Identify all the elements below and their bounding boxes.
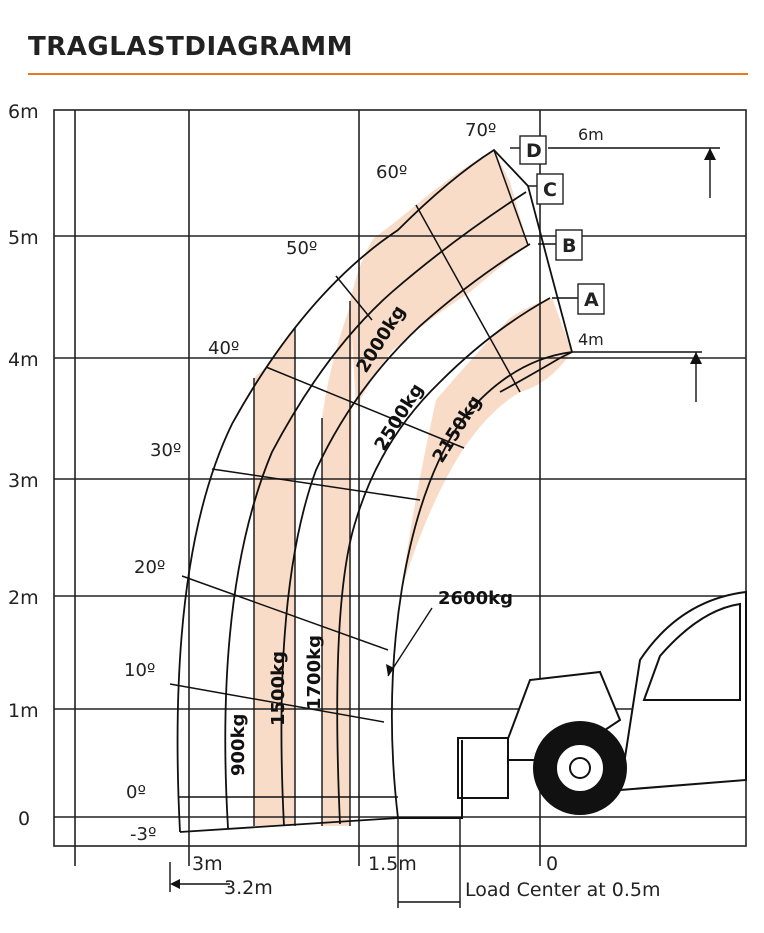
load-zones bbox=[254, 150, 572, 826]
arc-2 bbox=[224, 191, 527, 829]
zone-2150kg bbox=[402, 298, 572, 588]
arc-4 bbox=[336, 297, 551, 825]
diagram-title: TRAGLASTDIAGRAMM bbox=[28, 32, 353, 62]
angle-20: 20º bbox=[134, 557, 165, 578]
y-label-3m: 3m bbox=[8, 470, 39, 492]
angle-70: 70º bbox=[465, 120, 496, 141]
base-line bbox=[179, 817, 460, 833]
x-label-32m: 3.2m bbox=[224, 877, 273, 899]
marker-b: B bbox=[562, 235, 576, 257]
arc-3 bbox=[280, 243, 531, 827]
arrowhead-4m bbox=[690, 352, 702, 364]
arrowheads bbox=[170, 148, 716, 889]
zone-1700kg bbox=[322, 301, 352, 826]
marker-boxes bbox=[519, 135, 605, 315]
telehandler-cab bbox=[618, 590, 747, 792]
ray-50 bbox=[335, 275, 373, 321]
ray-20 bbox=[181, 575, 389, 651]
x-label-3m: 3m bbox=[192, 853, 223, 875]
y-label-0: 0 bbox=[18, 808, 30, 830]
marker-d: D bbox=[526, 140, 542, 162]
angle-rays bbox=[169, 149, 529, 798]
arrowhead-32 bbox=[170, 879, 180, 889]
angle-minus3: -3º bbox=[130, 824, 156, 845]
marker-c: C bbox=[543, 179, 557, 201]
load-center-label: Load Center at 0.5m bbox=[465, 879, 660, 901]
marker-box-c bbox=[536, 173, 564, 205]
x-label-0: 0 bbox=[546, 853, 558, 875]
fork-carriage bbox=[457, 737, 509, 799]
y-label-4m: 4m bbox=[8, 349, 39, 371]
angle-50: 50º bbox=[286, 238, 317, 259]
y-label-2m: 2m bbox=[8, 587, 39, 609]
arc-inner bbox=[390, 351, 573, 819]
ray-30 bbox=[211, 468, 421, 501]
y-label-1m: 1m bbox=[8, 700, 39, 722]
y-label-6m: 6m bbox=[8, 101, 39, 123]
ray-10 bbox=[169, 683, 385, 723]
height-ref-4m: 4m bbox=[578, 330, 604, 349]
ray-40a bbox=[265, 366, 465, 449]
plot-frame bbox=[53, 109, 747, 847]
angle-10: 10º bbox=[124, 660, 155, 681]
title-rule bbox=[28, 73, 748, 75]
height-ref-6m: 6m bbox=[578, 125, 604, 144]
fork-tine bbox=[398, 740, 463, 819]
marker-box-a bbox=[577, 283, 605, 315]
angle-60: 60º bbox=[376, 162, 407, 183]
ray-70 bbox=[493, 149, 529, 246]
arrowhead-2600 bbox=[386, 664, 394, 676]
load-900kg: 900kg bbox=[228, 714, 249, 776]
load-1700kg: 1700kg bbox=[304, 635, 325, 710]
telehandler-illustration bbox=[398, 590, 747, 819]
zone-900kg bbox=[254, 328, 295, 826]
marker-a: A bbox=[584, 289, 599, 311]
ray-60 bbox=[415, 204, 521, 393]
load-1500kg: 1500kg bbox=[268, 651, 289, 726]
load-2500kg: 2500kg bbox=[370, 380, 428, 455]
marker-box-d bbox=[519, 135, 547, 165]
load-2600kg: 2600kg bbox=[438, 588, 513, 609]
x-label-15m: 1.5m bbox=[368, 853, 417, 875]
pointer-2600kg bbox=[387, 607, 433, 677]
telehandler-window bbox=[642, 602, 741, 701]
y-label-5m: 5m bbox=[8, 227, 39, 249]
wheel-hub bbox=[569, 757, 591, 779]
height-refs bbox=[169, 147, 720, 908]
angle-40: 40º bbox=[208, 338, 239, 359]
arrowhead-6m bbox=[704, 148, 716, 160]
angle-0: 0º bbox=[126, 782, 146, 803]
reach-arcs bbox=[176, 148, 574, 833]
zone-2000kg bbox=[350, 150, 528, 408]
marker-box-b bbox=[555, 229, 583, 261]
angle-30: 30º bbox=[150, 440, 181, 461]
zone-lines bbox=[253, 301, 351, 826]
